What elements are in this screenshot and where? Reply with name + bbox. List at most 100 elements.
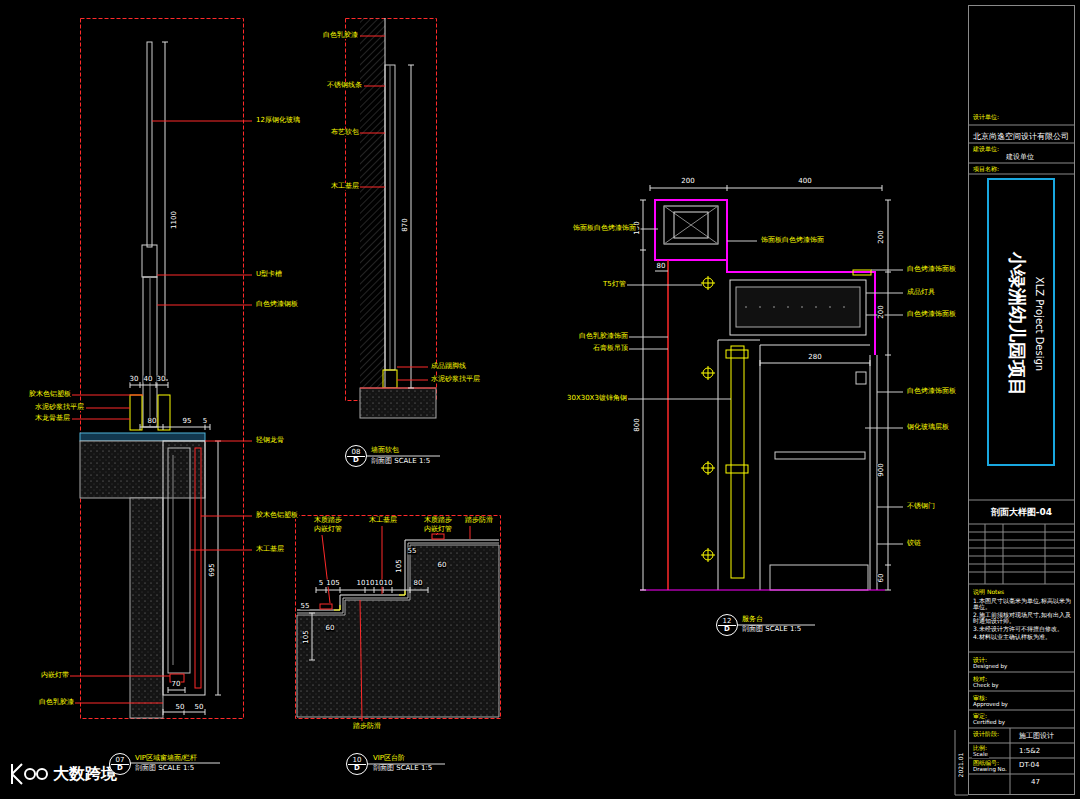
- title-block-text: 校对:: [972, 676, 988, 682]
- dimension-text: 60: [326, 625, 335, 632]
- drawing-12-service-desk: [760, 360, 870, 366]
- drawing-12-service-desk: [731, 346, 744, 578]
- title-block-text: Scale: [972, 752, 989, 758]
- dimension-text: 55: [301, 603, 310, 610]
- callout-label: 白色烤漆饰面板: [906, 266, 957, 273]
- drawing-07-railing: [70, 19, 252, 764]
- callout-label: 水泥砂浆找平层: [430, 376, 481, 383]
- callout-label: 木工基层: [255, 546, 285, 553]
- drawing-07-railing: [215, 441, 221, 695]
- drawing-12-service-desk: [655, 271, 668, 272]
- drawing-07-railing: [140, 424, 210, 430]
- dimension-text: 200: [681, 178, 694, 185]
- drawing-08-wall-panel: [408, 65, 414, 388]
- title-block-text: 审核:: [972, 695, 988, 701]
- drawing-07-railing: [168, 687, 185, 693]
- title-block-text: 建设单位:: [972, 146, 1000, 152]
- project-title: 小绿洲幼儿园项目: [1008, 252, 1026, 396]
- title-block-text: 47: [1030, 779, 1041, 786]
- drawing-10-steps: [322, 526, 470, 721]
- dimension-text: 10: [357, 580, 366, 587]
- callout-label: 铰链: [906, 540, 922, 547]
- callout-label: 30X30X3镀锌角钢: [566, 395, 628, 402]
- drawing-07-railing: [150, 277, 151, 427]
- drawing-12-service-desk: [640, 590, 885, 591]
- title-block-text: Check by: [972, 683, 999, 689]
- callout-label: 白色烤漆饰面板: [906, 388, 957, 395]
- dimension-text: 400: [798, 178, 811, 185]
- project-title-box: 小绿洲幼儿园项目XLZ Project Design: [987, 178, 1055, 466]
- dimension-text: 50: [195, 704, 204, 711]
- drawing-08-wall-panel: [360, 388, 436, 418]
- title-block-text: 项目名称:: [972, 166, 1000, 172]
- drawing-12-service-desk: [775, 452, 865, 459]
- dimension-text: 695: [209, 563, 216, 576]
- title-block-text: 北京尚逸空间设计有限公司: [972, 133, 1070, 141]
- callout-label: 内嵌灯带: [40, 672, 70, 679]
- title-block-text: 图纸编号:: [972, 760, 1000, 766]
- drawing-12-service-desk: [664, 206, 718, 244]
- note-line: 2.施工前须核对现场尺寸,如有出入及时通知设计师。: [972, 612, 1072, 624]
- drawing-12-service-desk: [853, 270, 871, 275]
- watermark-text: 大数跨境: [52, 766, 118, 782]
- dimension-text: 50: [176, 704, 185, 711]
- drawing-12-service-desk: [664, 206, 718, 244]
- callout-label: 木工基层: [330, 183, 360, 190]
- drawing-12-service-desk: [736, 287, 860, 327]
- dimension-text: 55: [408, 548, 417, 555]
- drawing-07-railing: [173, 455, 174, 665]
- dimension-text: 10: [375, 580, 384, 587]
- drawing-08-wall-panel: [360, 18, 385, 388]
- watermark-logo: [25, 769, 35, 779]
- dimension-text: 2021.01: [958, 753, 964, 778]
- dimension-text: 30: [157, 376, 166, 383]
- drawing-12-service-desk: [770, 565, 868, 590]
- callout-label: U型卡槽: [255, 271, 283, 278]
- title-block-text: 施工图设计: [1018, 733, 1055, 740]
- callout-label: 踏步防滑: [352, 723, 382, 730]
- dimension-text: 40: [144, 376, 153, 383]
- sheet-letter: D: [117, 765, 123, 772]
- drawing-12-service-desk: [727, 260, 875, 355]
- callout-number: 08: [352, 449, 361, 456]
- title-block-grid: [955, 6, 1075, 796]
- watermark-logo: [37, 769, 47, 779]
- drawing-10-steps: [297, 545, 499, 717]
- drawing-12-service-desk: [655, 200, 727, 260]
- dimension-text: 30: [130, 376, 139, 383]
- title-block-text: 1:5&2: [1018, 748, 1041, 755]
- title-block-text: 建设单位: [1005, 154, 1035, 161]
- sheet-letter: D: [724, 626, 730, 633]
- callout-label: 木龙骨基层: [34, 415, 71, 422]
- title-block-grid: [968, 524, 1075, 584]
- dimension-text: 200: [878, 230, 885, 243]
- drawing-10-steps: [296, 516, 501, 765]
- dimension-text: 870: [402, 218, 409, 231]
- dimension-text: 105: [303, 630, 310, 643]
- callout-label: 剖面图 SCALE 1:5: [134, 765, 195, 772]
- watermark-logo: [12, 764, 47, 784]
- drawing-07-railing: [143, 277, 157, 427]
- callout-label: 剖面图 SCALE 1:5: [370, 458, 431, 465]
- drawing-12-service-desk: [674, 212, 708, 238]
- callout-label: 不锈钢门: [906, 503, 936, 510]
- callout-number: 12: [723, 618, 732, 625]
- dimension-text: 70: [172, 681, 181, 688]
- title-block-text: 设计单位:: [972, 114, 1000, 120]
- callout-label: 胶木色铝塑板: [255, 512, 299, 519]
- drawing-07-railing: [130, 382, 168, 388]
- title-block-text: Drawing No.: [972, 767, 1008, 773]
- dimension-text: 900: [878, 463, 885, 476]
- callout-label: T5灯管: [602, 281, 627, 288]
- drawing-08-wall-panel: [360, 388, 436, 389]
- title-block-text: Certified by: [972, 720, 1006, 726]
- dimension-text: 105: [326, 580, 339, 587]
- drawing-12-service-desk: [626, 229, 903, 544]
- dimension-text: 1100: [171, 211, 178, 229]
- drawing-12-service-desk: [730, 280, 866, 335]
- drawing-12-service-desk: [745, 307, 850, 308]
- section-callout-circle: 10D: [346, 753, 368, 775]
- callout-label: 剖面图 SCALE 1:5: [372, 765, 433, 772]
